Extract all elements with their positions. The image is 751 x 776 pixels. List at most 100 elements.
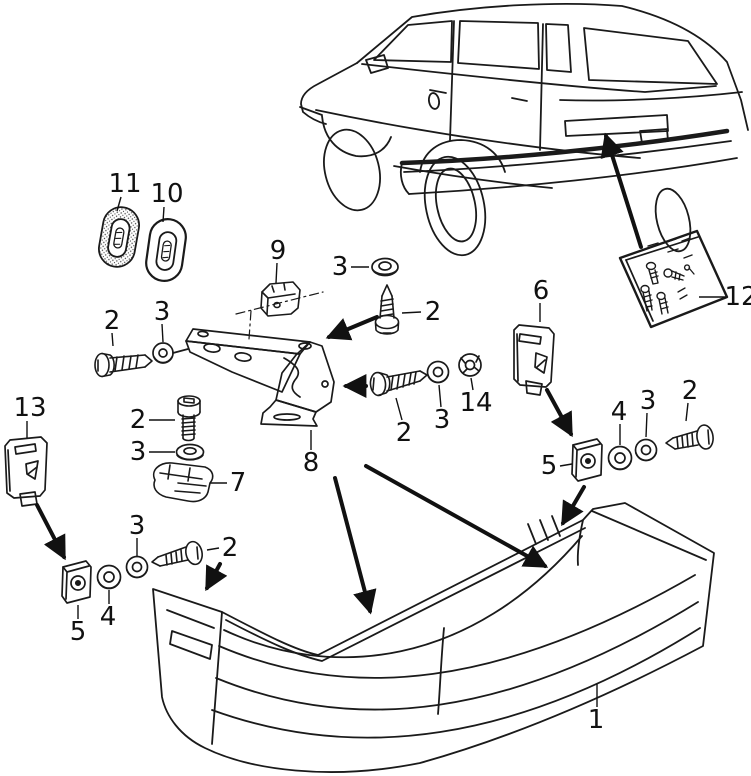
car-rear-bumper-bottom (408, 157, 738, 195)
bracket-side-hole (321, 380, 329, 388)
bracket-arm-side (185, 340, 301, 393)
kit-screw-2 (663, 268, 685, 281)
car-rear-wheel-arch (419, 139, 506, 173)
car-sill-line (393, 165, 553, 189)
plate-6-edge (516, 333, 519, 382)
car-hatch-lower-edge (559, 91, 743, 102)
clip-nut-tab-2 (283, 283, 286, 291)
car-window-front-door (373, 20, 453, 63)
part-2-screw-left (94, 352, 153, 378)
bracket-face-cutout (283, 357, 301, 398)
callout-leader-clip-nut-2 (275, 262, 278, 284)
callout-label-washer-18: 4 (611, 397, 628, 427)
car-tail-light (639, 128, 669, 144)
car-mirror (365, 54, 389, 74)
car-license-recess (564, 114, 669, 137)
plate-13-top-slot (14, 443, 37, 455)
callout-label-washer-19: 3 (640, 386, 657, 416)
kit-dash-marks (647, 237, 693, 259)
plate-6-mid-tab (534, 352, 548, 374)
grommet-slot (160, 240, 172, 262)
part-3-washer-top (371, 257, 399, 277)
plate-13-mid-line (27, 466, 38, 475)
kit-screw-4 (656, 291, 669, 315)
callout-label-screw-12: 2 (396, 418, 413, 448)
car-illustration (299, 3, 749, 257)
grommet-outer (145, 218, 187, 282)
bumper-rib-2 (215, 601, 699, 711)
bracket-foot (260, 399, 318, 427)
bumper-seam (437, 627, 445, 715)
car-rear-bumper-left-end (399, 162, 410, 195)
part-14-nut (458, 353, 482, 377)
bumper-top-rim-inner (225, 527, 586, 662)
part-3-washer-bottom-left (125, 555, 149, 579)
clip-7-tab (167, 464, 191, 482)
car-door-handle-rear (511, 97, 528, 102)
callout-leader-screw-24 (206, 547, 220, 551)
car-side-crease (315, 109, 641, 159)
part-8-mounting-bracket (185, 328, 335, 427)
pad-slot (113, 227, 125, 249)
car-front-bumper (299, 106, 323, 116)
arrow-bracket-to-bumper-right (364, 464, 549, 568)
kit-screw-3 (640, 284, 653, 312)
car-window-rear-door (457, 20, 540, 70)
car-front-end (300, 62, 358, 125)
part-2-screw-top-vertical (374, 284, 400, 335)
callout-leader-foam-pad-0 (116, 196, 122, 212)
bumper-right-hatch-2 (539, 519, 549, 541)
callout-label-hardware-kit-16: 12 (724, 282, 751, 312)
car-body-outline (356, 3, 749, 131)
clip-nut-centerline-h (235, 291, 324, 315)
bumper-right-end-inner-edge (591, 510, 707, 561)
clip-nut-fold-2 (267, 293, 296, 299)
kit-bag-inner-top (625, 236, 699, 261)
part-3-washer-left (152, 342, 189, 364)
grommet-inner (155, 231, 178, 271)
car-front-wheel (323, 128, 381, 212)
bumper-left-cap-slot (169, 630, 213, 660)
assembly-arrows (35, 132, 643, 615)
callout-label-side-bracket-10: 13 (13, 393, 46, 423)
callout-label-clip-9: 7 (230, 468, 247, 498)
callout-label-clip-nut-2: 9 (270, 236, 287, 266)
car-door-handle-front (429, 89, 447, 94)
callout-label-grommet-1: 10 (150, 179, 183, 209)
callout-label-screw-5: 2 (104, 306, 121, 336)
car-b-pillar-line (449, 20, 455, 141)
callout-leader-screw-20 (685, 402, 689, 422)
bracket-arm-slot-1 (203, 343, 221, 353)
bracket-foot-slot (273, 413, 301, 421)
part-10-grommet (145, 218, 187, 282)
part-3-washer-right (634, 438, 658, 462)
callout-label-screw-4: 2 (425, 297, 442, 327)
callout-label-foam-pad-0: 11 (108, 169, 141, 199)
clip-nut-centerline-v (248, 310, 252, 340)
car-rear-wheel (423, 155, 487, 257)
car-front-wheel-arch (321, 115, 392, 158)
callout-leader-washer-13 (438, 384, 442, 408)
kit-screw-1 (645, 261, 659, 285)
arrow-screw-to-bumper-end (205, 562, 228, 592)
bumper-rib-0 (223, 535, 583, 659)
callout-label-nut-14: 14 (459, 388, 492, 418)
bracket-arm-slot-3 (197, 330, 209, 338)
part-9-clip-nut (235, 281, 324, 340)
clip-7-fold-1 (159, 472, 203, 480)
callout-label-square-nut-21: 5 (70, 617, 87, 647)
clip-7-fold-2 (177, 482, 207, 487)
callout-leader-washer-19 (645, 412, 648, 438)
plate-6-mid-line (536, 359, 546, 368)
clip-7-outline (153, 462, 214, 503)
callout-label-bolt-7: 2 (130, 405, 147, 435)
part-13-side-bracket (4, 436, 48, 507)
kit-small-screw (683, 264, 695, 275)
callout-leader-screw-12 (395, 397, 403, 421)
bumper-rib-3 (211, 627, 701, 739)
clip-nut-outline (260, 281, 301, 317)
clip-nut-tab-1 (271, 285, 275, 293)
bumper-right-cap-edge (576, 519, 584, 566)
